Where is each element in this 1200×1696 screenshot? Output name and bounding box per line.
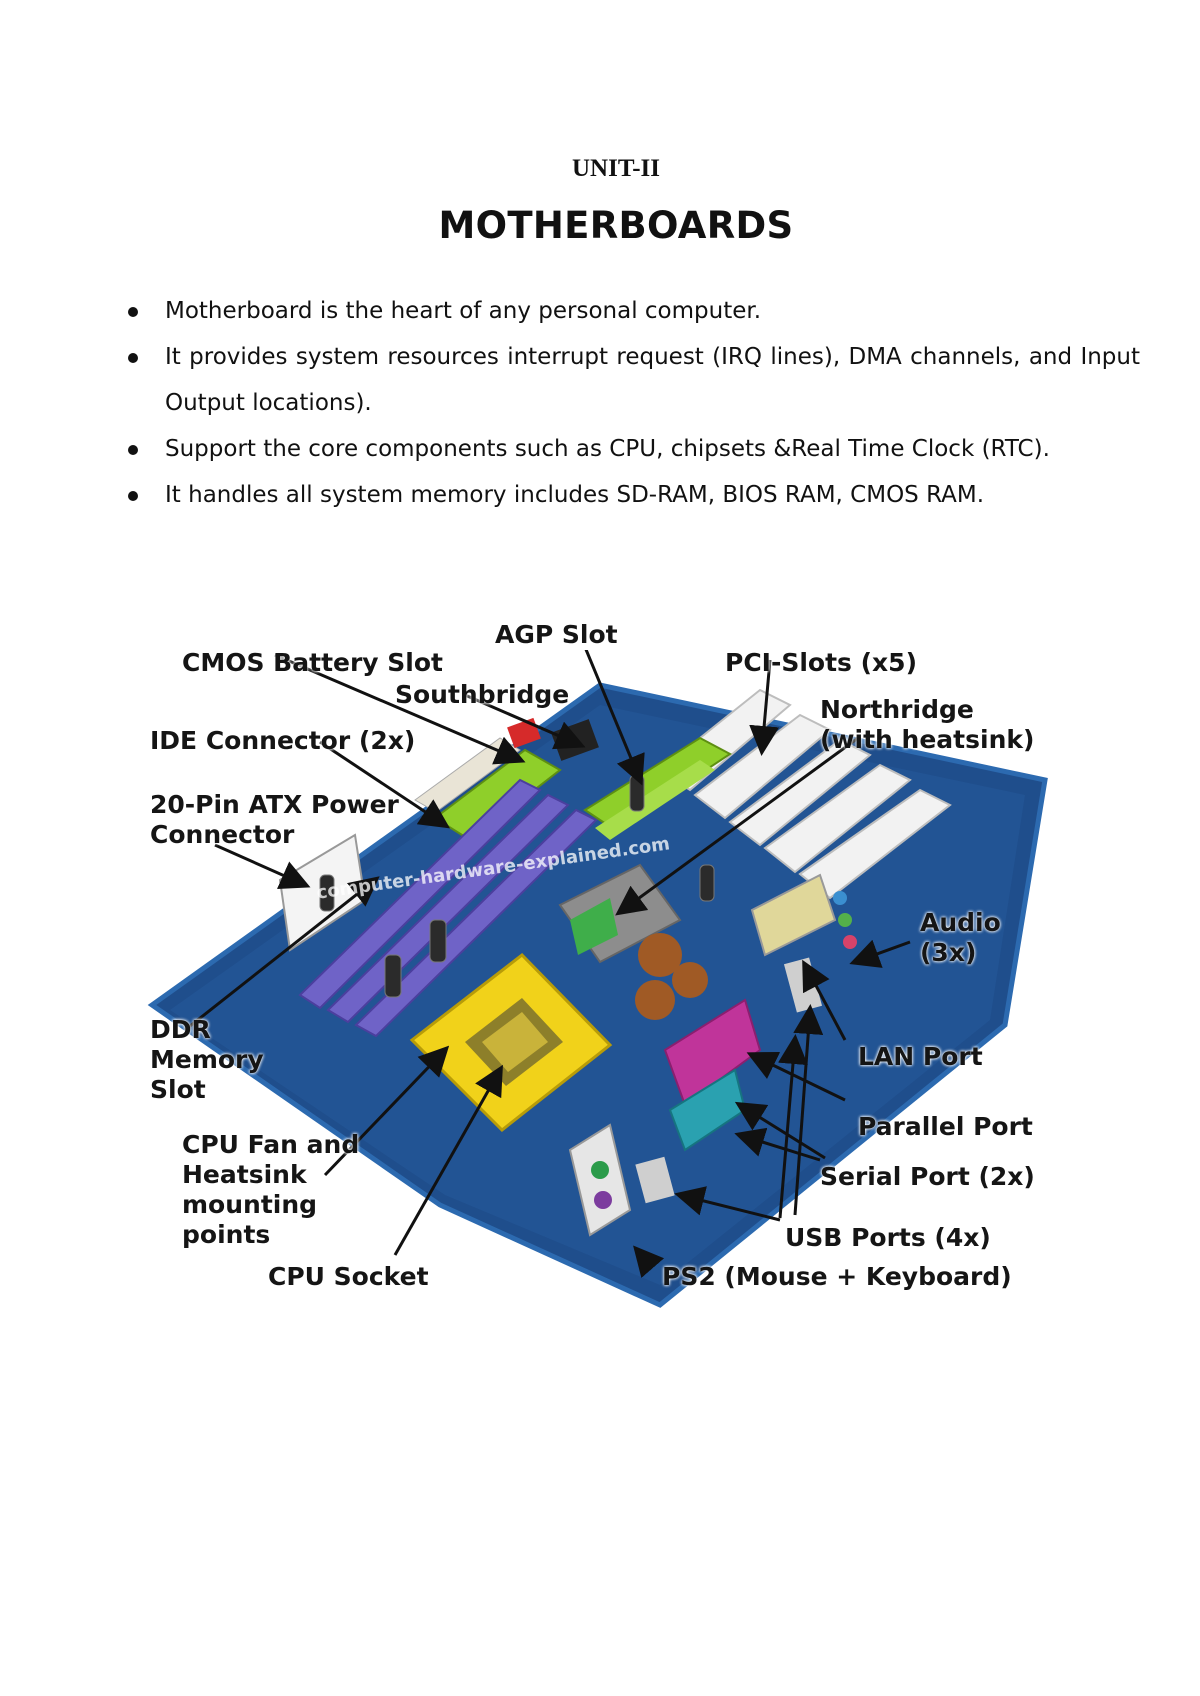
label-cmos-battery-slot: CMOS Battery Slot — [182, 648, 443, 677]
label-ide-connector: IDE Connector (2x) — [150, 726, 416, 755]
label-lan-port: LAN Port — [858, 1042, 983, 1071]
label-pci-slots: PCI-Slots (x5) — [725, 648, 918, 677]
ide-connector — [433, 748, 562, 842]
motherboard-illustration — [147, 650, 1048, 1308]
unit-heading: UNIT-II — [571, 155, 660, 182]
label-ddr-memory-slot: DDR Memory Slot — [150, 1015, 264, 1104]
label-agp-slot: AGP Slot — [495, 620, 618, 649]
label-northbridge: Northridge (with heatsink) — [820, 695, 1035, 754]
label-southbridge: Southbridge — [395, 680, 570, 709]
bullet-text: Support the core components such as CPU,… — [165, 436, 1050, 462]
bullet-text: Motherboard is the heart of any personal… — [165, 298, 762, 324]
bullet-list: Motherboard is the heart of any personal… — [128, 288, 1140, 518]
bullet-text: It provides system resources interrupt r… — [165, 344, 1140, 416]
page-title: MOTHERBOARDS — [438, 204, 794, 247]
bullet-icon — [128, 445, 138, 455]
list-item: It handles all system memory includes SD… — [128, 472, 1140, 518]
bullet-icon — [128, 353, 138, 363]
parallel-port — [663, 998, 762, 1107]
label-ps2-ports: PS2 (Mouse + Keyboard) — [662, 1262, 1012, 1291]
list-item: Support the core components such as CPU,… — [128, 426, 1140, 472]
label-parallel-port: Parallel Port — [858, 1112, 1033, 1141]
leader-lines — [184, 650, 911, 1278]
bullet-icon — [128, 307, 138, 317]
label-serial-port: Serial Port (2x) — [820, 1162, 1035, 1191]
label-audio: Audio (3x) — [920, 908, 1001, 967]
list-item: Motherboard is the heart of any personal… — [128, 288, 1140, 334]
bullet-icon — [128, 491, 138, 501]
label-atx-power-connector: 20-Pin ATX Power Connector — [150, 790, 399, 849]
label-cpu-socket: CPU Socket — [268, 1262, 429, 1291]
list-item: It provides system resources interrupt r… — [128, 334, 1140, 426]
label-usb-ports: USB Ports (4x) — [785, 1223, 991, 1252]
bullet-text: It handles all system memory includes SD… — [165, 482, 985, 508]
motherboard-figure: computer-hardware-explained.com AGP Slot… — [140, 620, 1120, 1420]
label-cpu-fan-heatsink-mounting: CPU Fan and Heatsink mounting points — [182, 1130, 360, 1249]
